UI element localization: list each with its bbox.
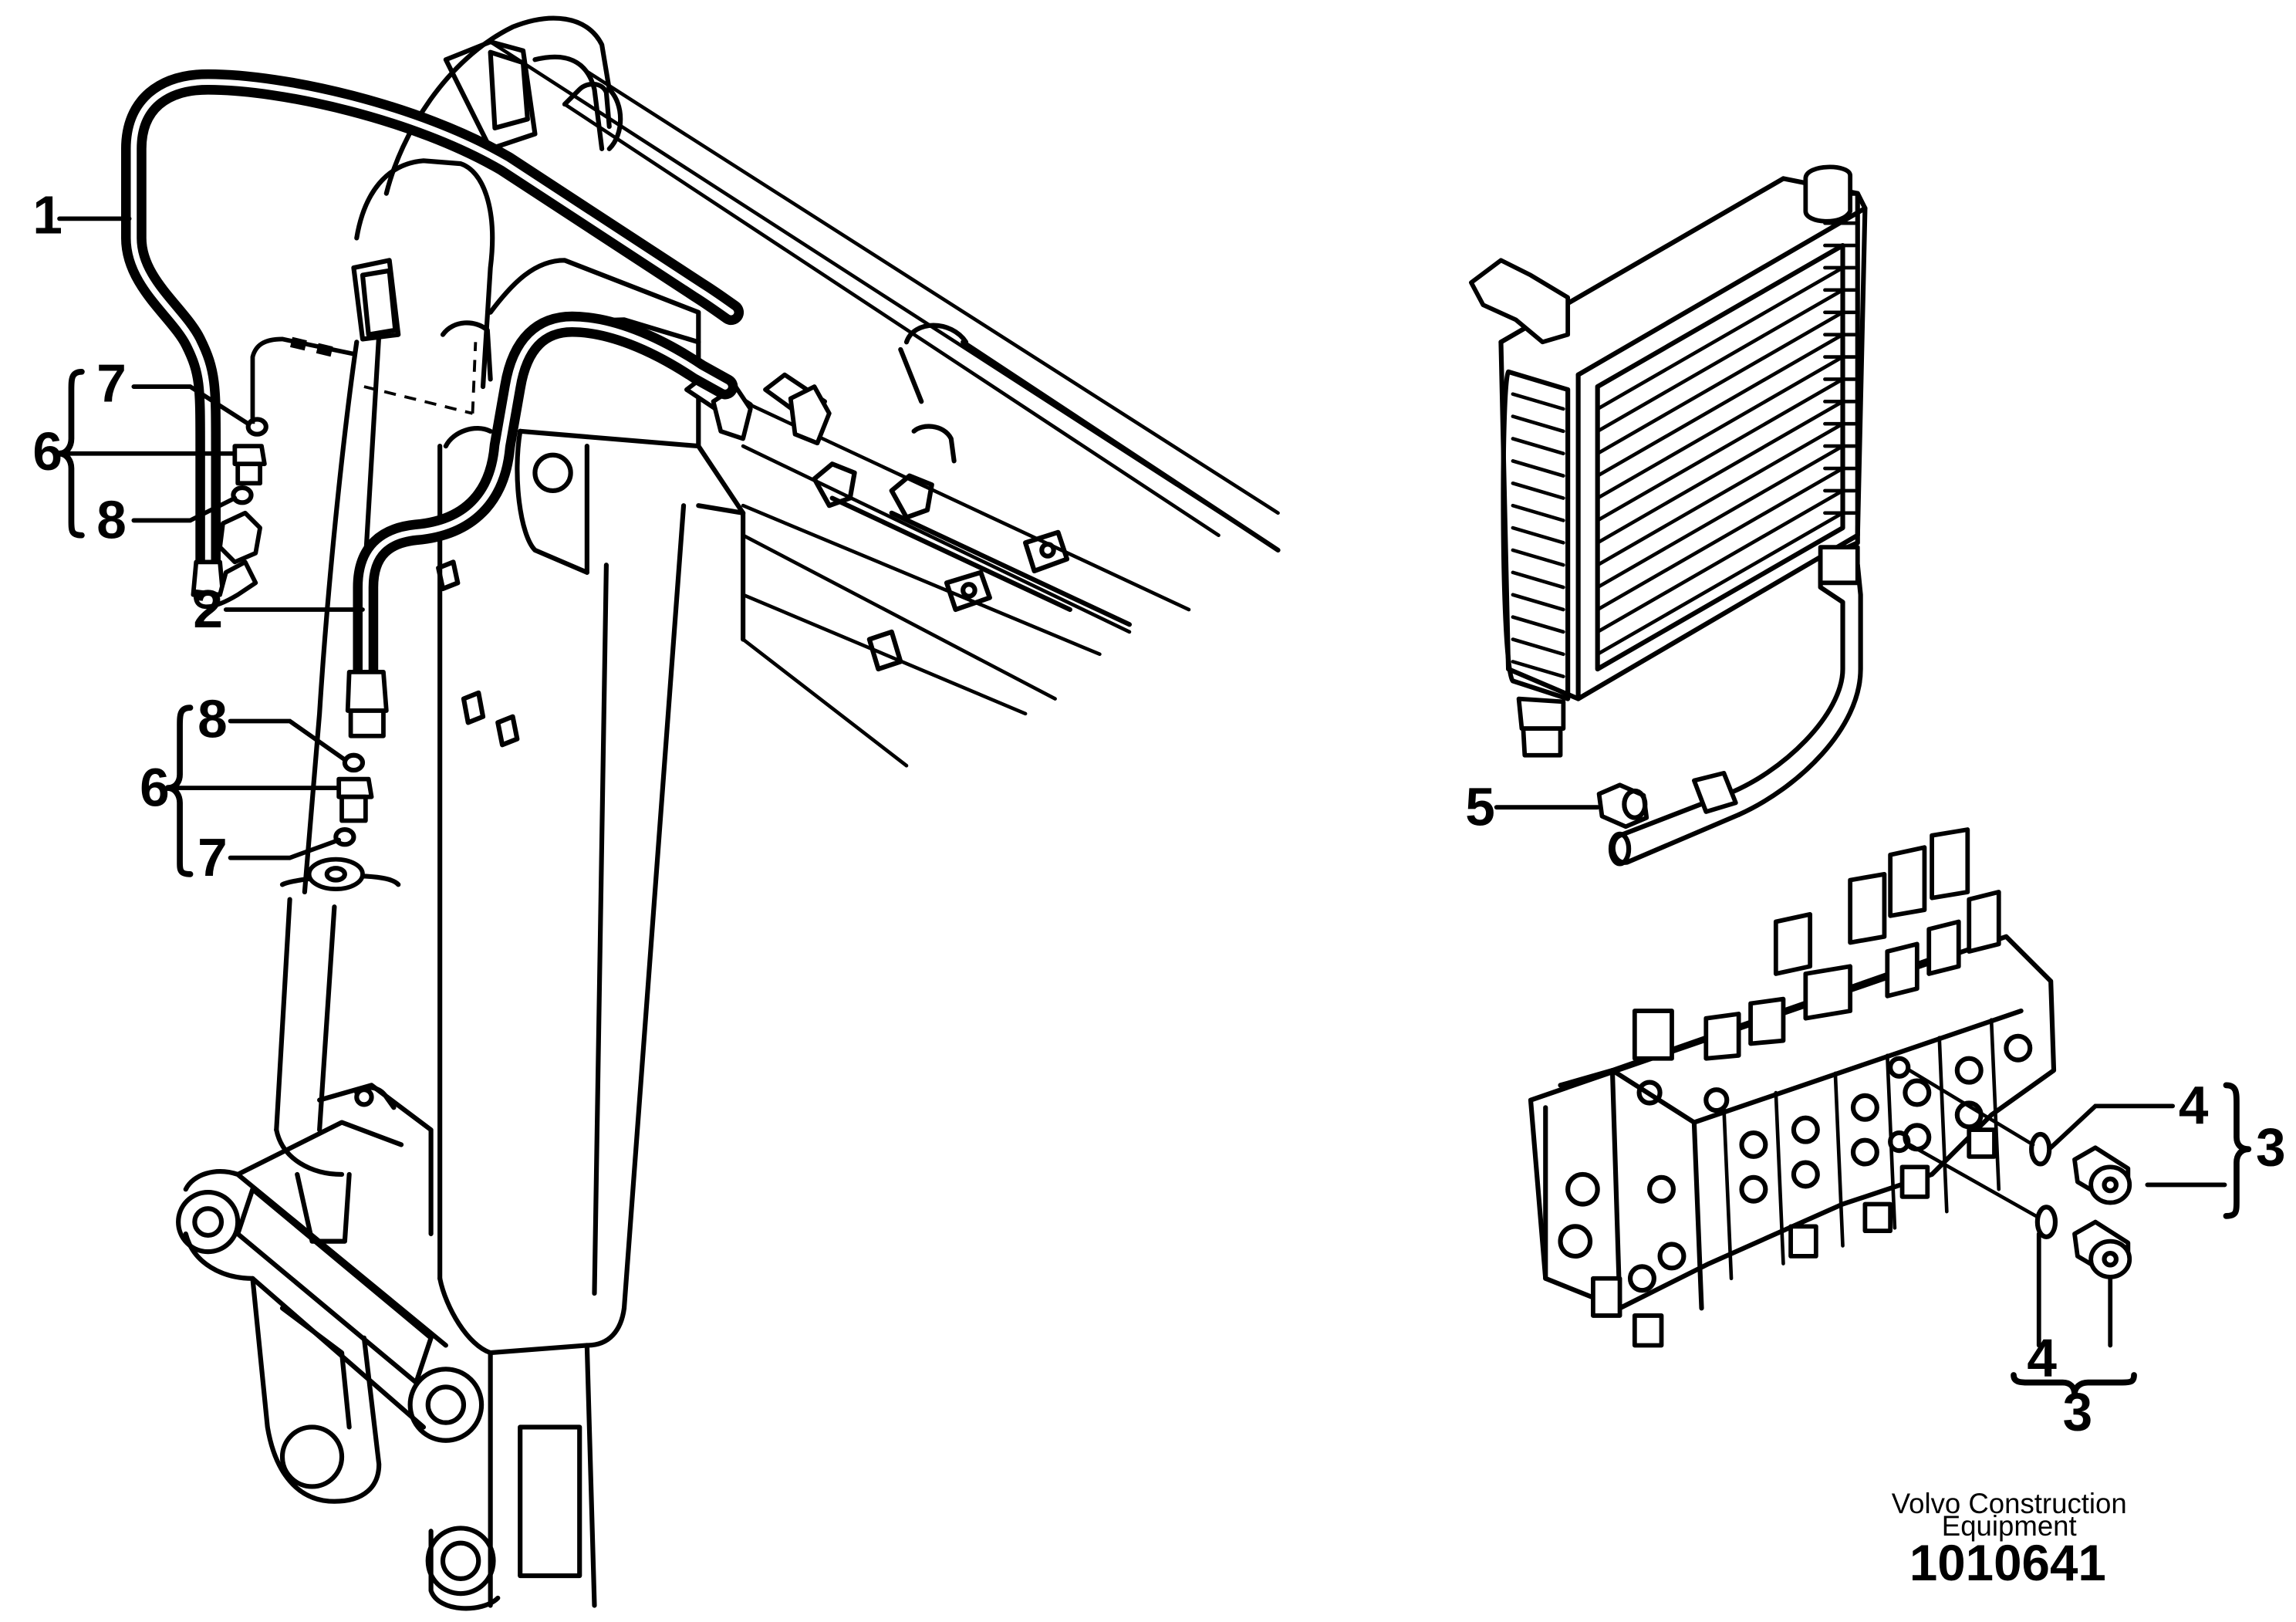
plug-icon bbox=[2072, 1219, 2132, 1279]
lower-fitting-set bbox=[306, 752, 374, 892]
credit-line-2: Equipment bbox=[1942, 1510, 2077, 1542]
callout-7-lower: 7 bbox=[198, 827, 228, 887]
callout-8-upper: 8 bbox=[96, 490, 127, 550]
drawing-footer: Volvo Construction Equipment 1010641 bbox=[1892, 1488, 2127, 1591]
boom-arm-assembly bbox=[176, 15, 1281, 1611]
callout-2: 2 bbox=[193, 579, 223, 639]
credit-line-1: Volvo Construction bbox=[1892, 1488, 2127, 1519]
o-ring-icon bbox=[2029, 1131, 2052, 1167]
o-ring-icon bbox=[333, 826, 356, 847]
callout-1: 1 bbox=[32, 185, 62, 245]
braces bbox=[56, 368, 2252, 1397]
o-ring-icon bbox=[342, 752, 366, 773]
o-ring-icon bbox=[231, 485, 254, 505]
cap-nut-icon bbox=[1596, 782, 1649, 830]
hydraulic-hose-2 bbox=[345, 311, 738, 738]
callout-6-lower: 6 bbox=[140, 757, 170, 817]
hydraulic-hose-1 bbox=[120, 69, 832, 610]
callout-3-right: 3 bbox=[2256, 1117, 2286, 1177]
control-valve-icon bbox=[1528, 827, 2057, 1348]
callout-4-right: 4 bbox=[2179, 1075, 2209, 1135]
callout-3-bottom: 3 bbox=[2063, 1381, 2093, 1441]
nipple-fitting-icon bbox=[336, 776, 374, 799]
oil-cooler-icon bbox=[1469, 164, 1868, 867]
upper-fitting-set bbox=[231, 417, 268, 505]
callout-5: 5 bbox=[1465, 776, 1495, 836]
hose-routing-dashed bbox=[250, 336, 478, 424]
leader-lines bbox=[57, 216, 2227, 1348]
nipple-fitting-icon bbox=[232, 444, 267, 467]
o-ring-icon bbox=[245, 417, 268, 437]
callout-6-upper: 6 bbox=[32, 421, 62, 482]
drawing-number: 1010641 bbox=[1909, 1535, 2106, 1591]
o-ring-icon bbox=[2034, 1205, 2058, 1239]
callout-8-lower: 8 bbox=[198, 689, 228, 749]
callout-labels: 1 7 6 8 2 8 6 7 5 4 3 4 3 bbox=[32, 185, 2285, 1442]
plug-icon bbox=[2072, 1145, 2132, 1205]
callout-4-bottom: 4 bbox=[2027, 1328, 2057, 1388]
callout-7-upper: 7 bbox=[96, 353, 127, 413]
